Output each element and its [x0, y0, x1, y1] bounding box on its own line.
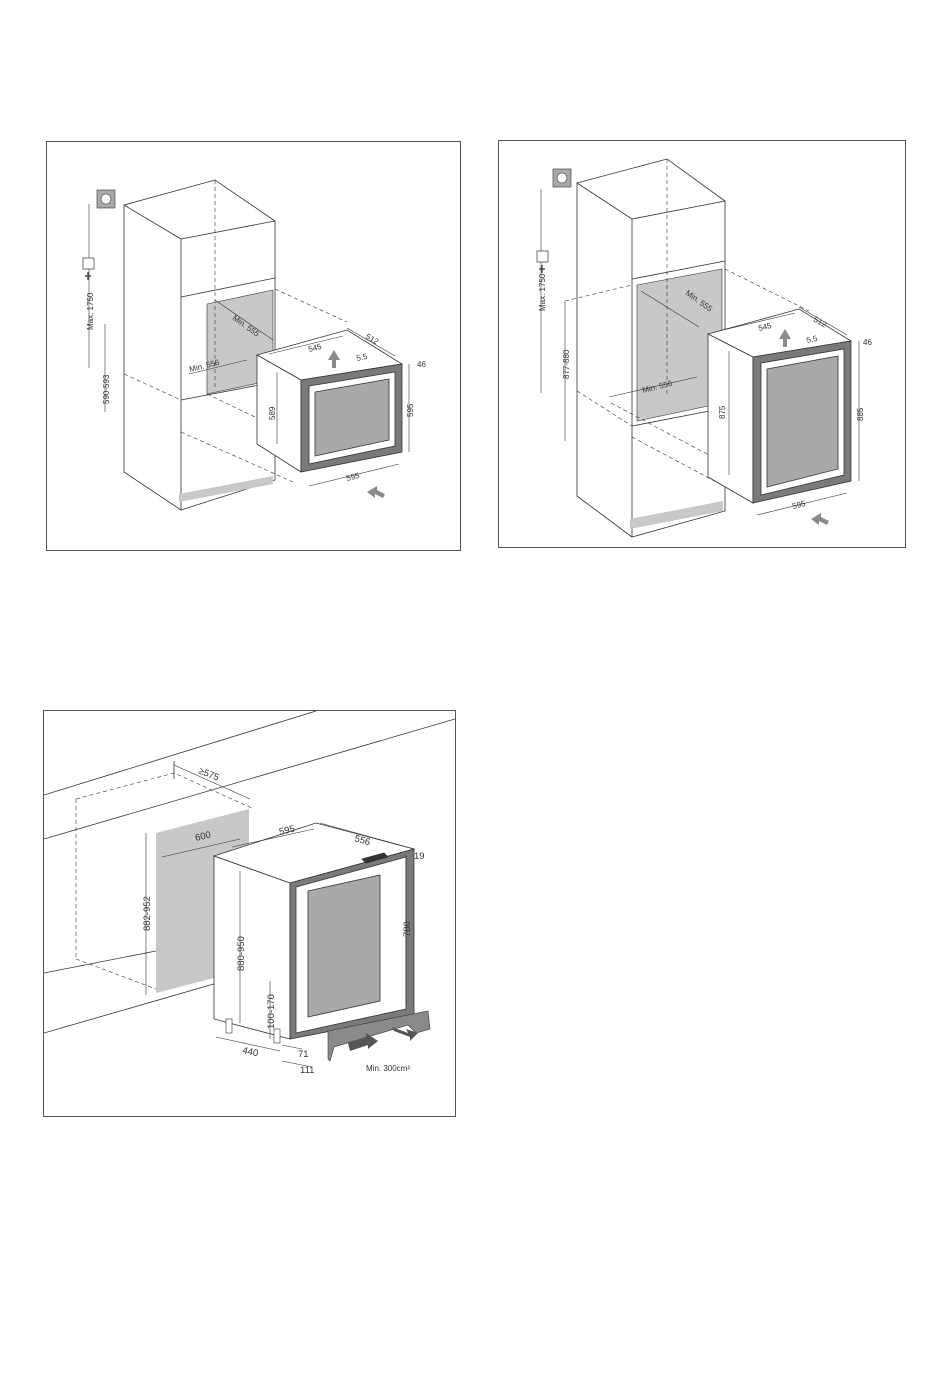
diagram-built-in-tall: Max. 1750 877-880 Min. 555 Min. 556 545 … [499, 141, 905, 547]
diagram-panel-under-counter: ≥575 600 595 556 19 882-952 880-950 780 … [43, 710, 456, 1117]
diagram-built-in-small: Max. 1750 590-593 Min. 555 Min. 556 545 … [47, 142, 460, 550]
plinth-height-label: 100-170 [266, 994, 277, 1029]
plug-icon [537, 251, 548, 273]
niche-height-label: 877-880 [562, 349, 571, 379]
niche-height-label: 882-952 [142, 896, 153, 931]
plug-icon [83, 258, 94, 280]
door-thickness-label: 19 [414, 851, 425, 862]
body-height-label: 880-950 [236, 936, 247, 971]
vent-area-label: Min. 300cm² [366, 1064, 410, 1073]
niche-height-label: 590-593 [102, 374, 111, 404]
front-width-label: 595 [791, 499, 807, 511]
max-height-label: Max. 1750 [86, 292, 95, 330]
front-height-label: 885 [856, 407, 865, 421]
side-height-label: 589 [268, 406, 277, 420]
door-thickness-label: 46 [863, 338, 872, 347]
door-height-label: 780 [402, 921, 413, 937]
side-height-label: 875 [718, 405, 727, 419]
plinth-offset-label: 71 [298, 1049, 309, 1060]
diagram-panel-built-in-small: Max. 1750 590-593 Min. 555 Min. 556 545 … [46, 141, 461, 551]
front-height-label: 595 [406, 403, 415, 417]
counter-depth-label: ≥575 [197, 766, 221, 784]
wall-socket-icon [97, 190, 115, 208]
diagram-panel-built-in-tall: Max. 1750 877-880 Min. 555 Min. 556 545 … [498, 140, 906, 548]
max-height-label: Max. 1750 [538, 273, 547, 311]
plinth-offset-total-label: 111 [300, 1065, 314, 1076]
front-width-label: 595 [345, 471, 361, 483]
door-thickness-label: 46 [417, 360, 426, 369]
feet-depth-label: 440 [241, 1045, 259, 1059]
wall-socket-icon [553, 169, 571, 187]
diagram-under-counter: ≥575 600 595 556 19 882-952 880-950 780 … [44, 711, 455, 1116]
